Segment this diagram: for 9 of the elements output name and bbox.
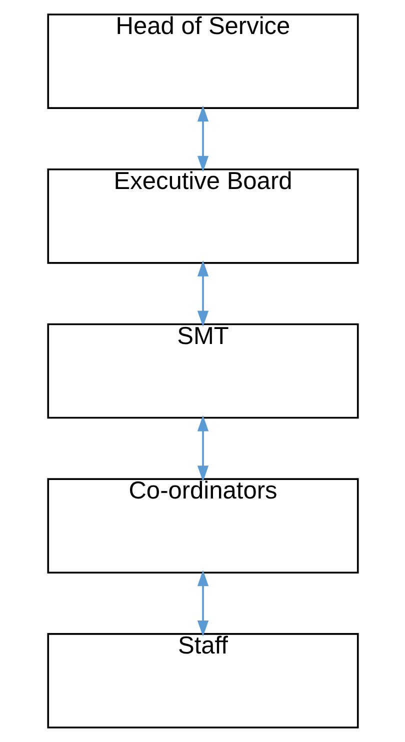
node-box: Executive Board (46, 168, 358, 264)
arrow (196, 260, 208, 327)
arrow (196, 570, 208, 636)
node-box: SMT (46, 323, 358, 419)
node-box: Head of Service (46, 14, 358, 109)
node-box: Staff (46, 633, 358, 728)
arrow (196, 106, 208, 172)
arrow (196, 415, 208, 482)
node-box: Co-ordinators (46, 478, 358, 574)
